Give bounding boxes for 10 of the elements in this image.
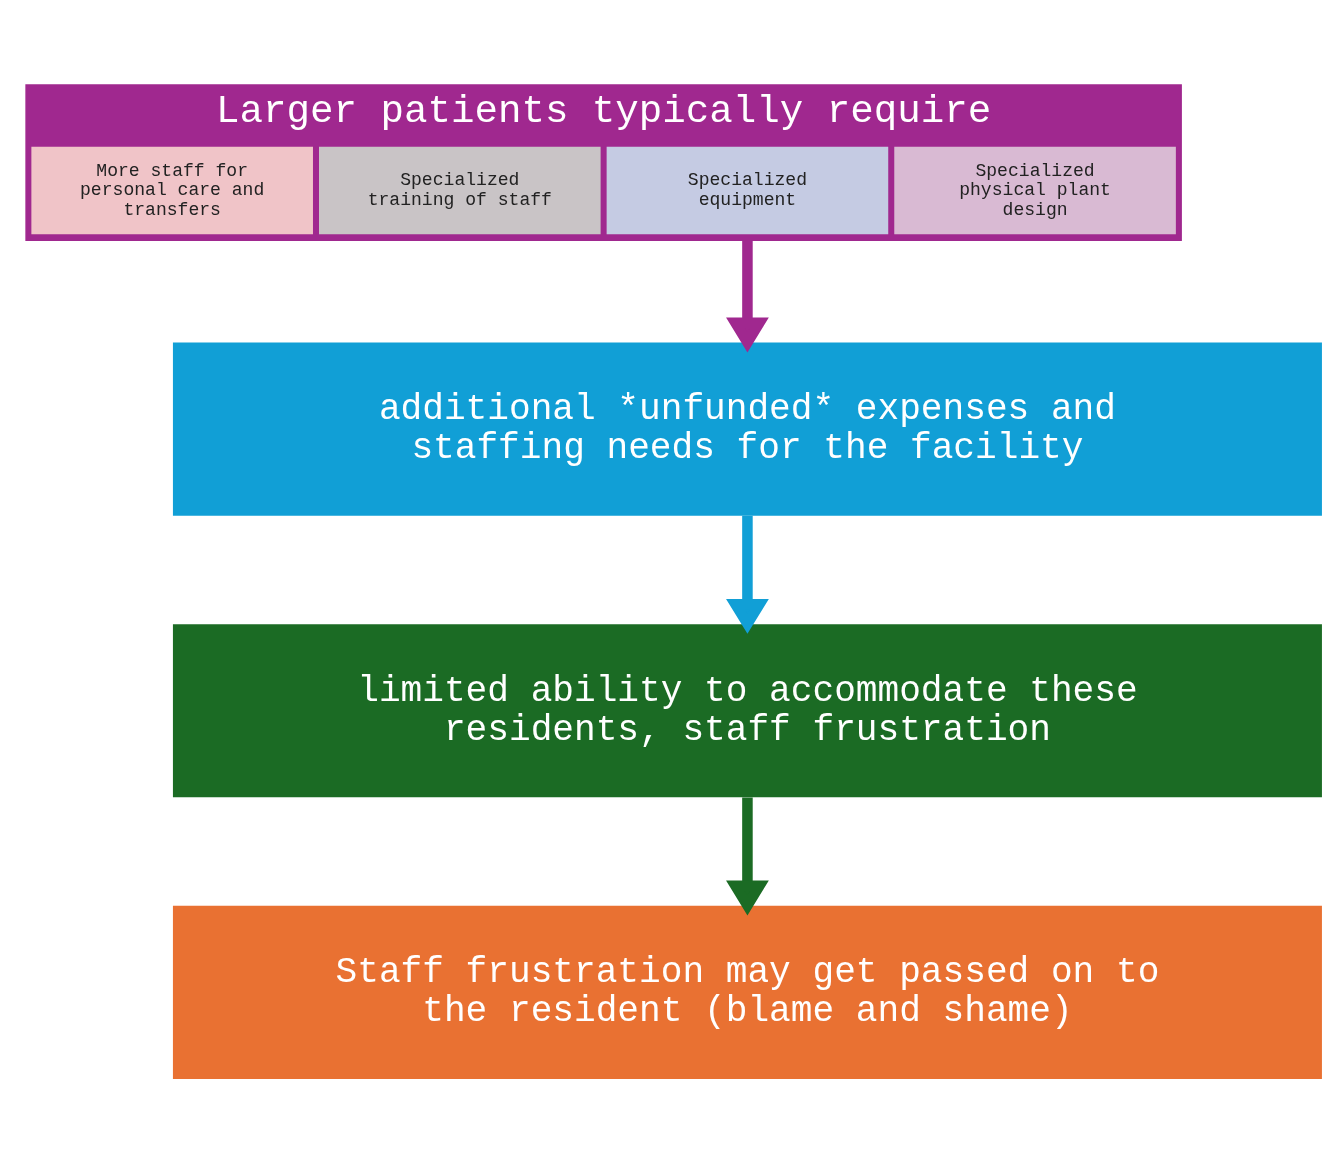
arrow bbox=[726, 239, 769, 352]
arrow bbox=[726, 796, 769, 915]
node-box: Specialized equipment bbox=[606, 146, 889, 234]
node-box: Specialized training of staff bbox=[319, 146, 601, 234]
node-box: More staff for personal care and transfers bbox=[31, 146, 313, 234]
node-box: additional *unfunded* expenses and staffing needs for the facility bbox=[172, 342, 1322, 516]
node-box: limited ability to accommodate these residents, staff frustration bbox=[172, 623, 1322, 797]
node-box: Specialized physical plant design bbox=[894, 146, 1176, 234]
node-box: Staff frustration may get passed on to the resident (blame and shame) bbox=[172, 905, 1322, 1079]
arrow bbox=[726, 515, 769, 634]
